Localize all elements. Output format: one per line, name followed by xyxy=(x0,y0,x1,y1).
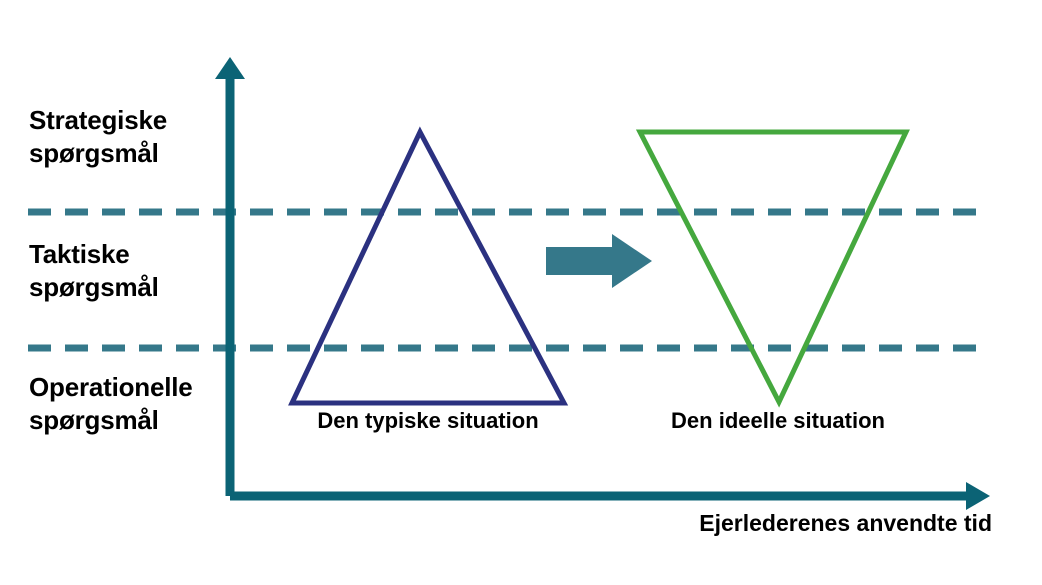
y-axis-arrowhead-icon xyxy=(215,57,245,79)
caption-typical-situation: Den typiske situation xyxy=(317,408,539,433)
band-label-strategic: Strategiske spørgsmål xyxy=(29,105,167,168)
band-label-operational: Operationelle spørgsmål xyxy=(29,372,193,435)
x-axis-label: Ejerlederenes anvendte tid xyxy=(699,510,992,536)
band-label-tactical: Taktiske spørgsmål xyxy=(29,239,159,302)
typical-situation-triangle xyxy=(288,126,569,406)
ideal-situation-triangle xyxy=(635,129,910,408)
transition-arrow-icon xyxy=(546,234,652,288)
x-axis-arrowhead-icon xyxy=(966,482,990,510)
caption-ideal-situation: Den ideelle situation xyxy=(671,408,885,433)
